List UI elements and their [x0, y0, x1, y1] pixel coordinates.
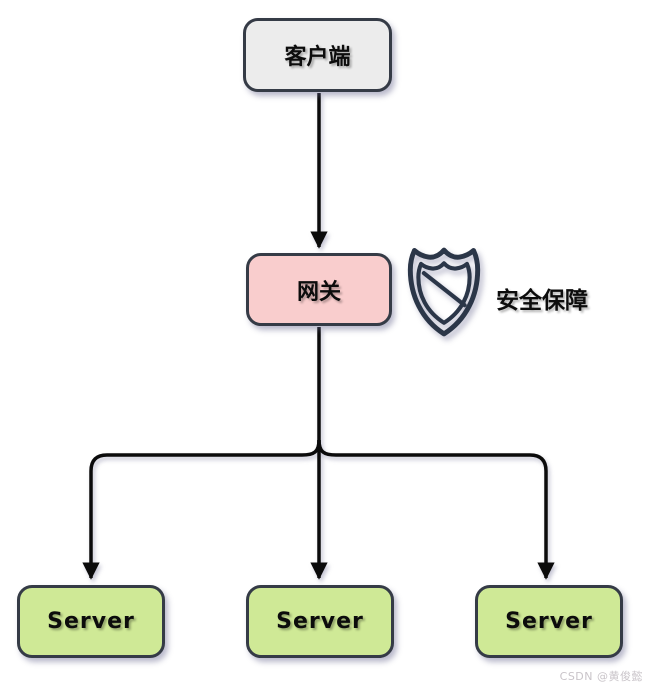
edge-gateway-server-3	[317, 439, 555, 580]
node-gateway: 网关	[246, 253, 392, 326]
node-server-2-label: Server	[276, 609, 364, 634]
node-server-3-label: Server	[505, 609, 593, 634]
node-client: 客户端	[243, 18, 392, 92]
watermark: CSDN @黄俊懿	[559, 670, 643, 683]
shield-inner-outline	[416, 261, 472, 325]
shield-slash-icon	[399, 246, 489, 338]
security-annotation-label: 安全保障	[496, 288, 588, 314]
node-server-1-label: Server	[47, 609, 135, 634]
node-server-3: Server	[475, 585, 623, 658]
edge-gateway-server-1	[82, 439, 321, 580]
shield-slash-line	[421, 271, 467, 308]
node-server-2: Server	[246, 585, 394, 658]
node-gateway-label: 网关	[296, 279, 341, 305]
node-client-label: 客户端	[284, 45, 351, 70]
node-server-1: Server	[17, 585, 165, 658]
shield-outer-outline	[407, 247, 481, 337]
